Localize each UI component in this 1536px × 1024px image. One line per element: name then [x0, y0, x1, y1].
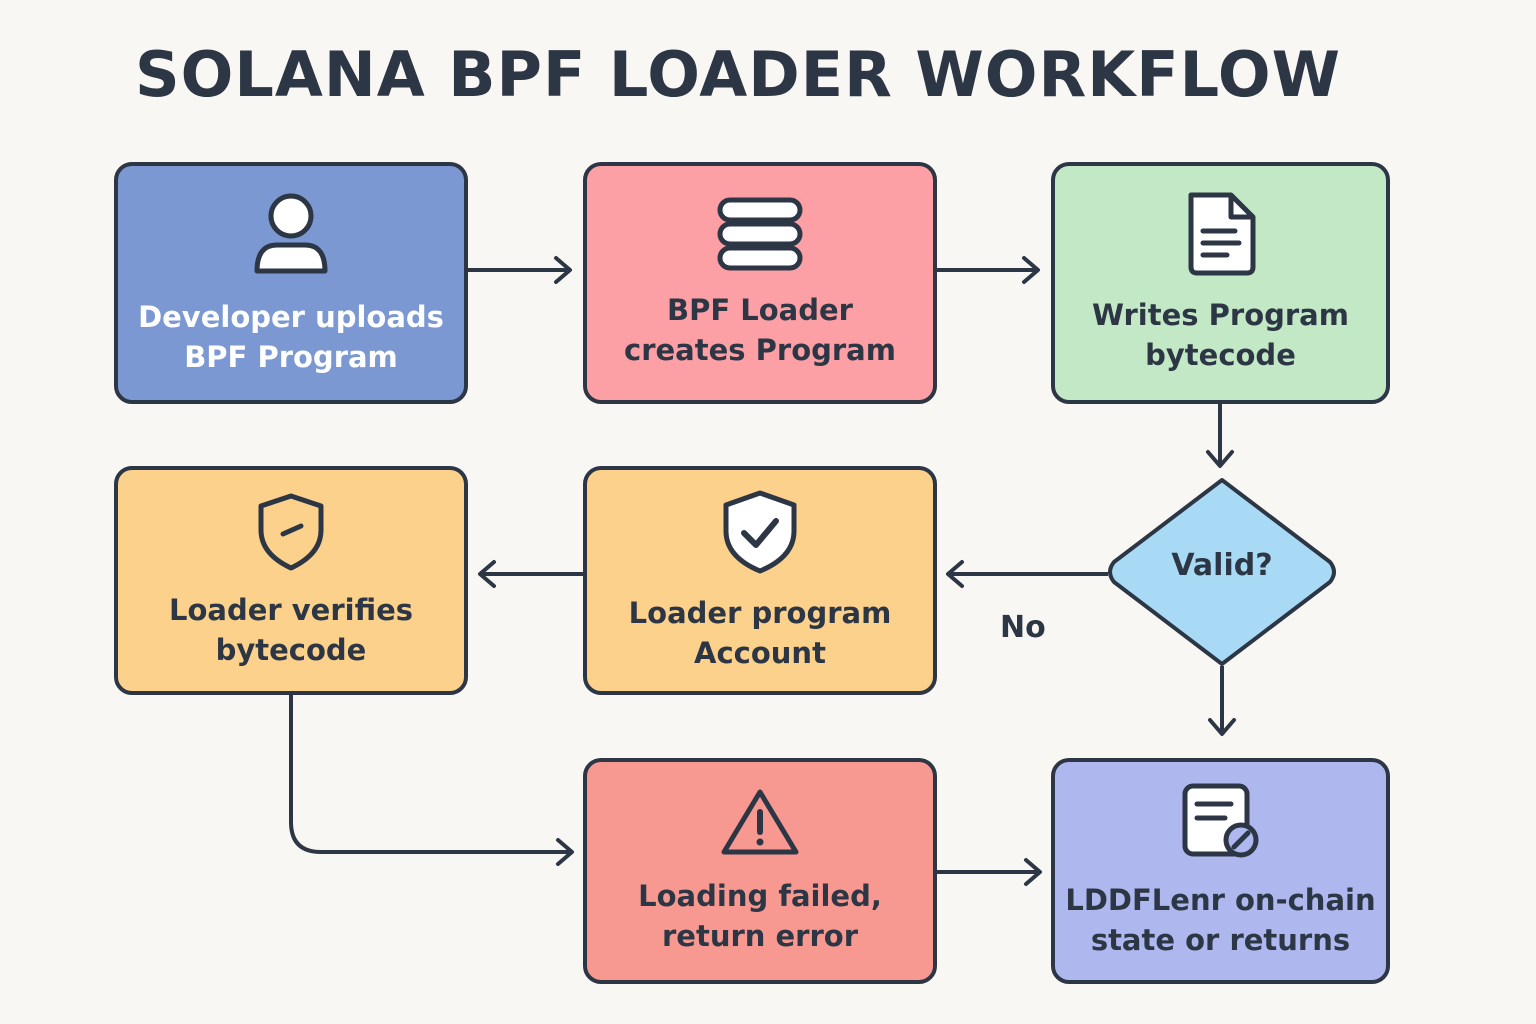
diagram-title: SOLANA BPF LOADER WORKFLOW: [134, 38, 1342, 111]
node-label: LDDFLenr on-chain state or returns: [1065, 883, 1376, 957]
arrowhead-write-to-valid: [1206, 450, 1234, 468]
node-label: Loader program Account: [628, 595, 892, 670]
shield-check-icon: [723, 490, 797, 573]
arrowhead-failed-to-state: [1024, 858, 1042, 886]
node-write-bytecode: Writes Program bytecode: [1051, 162, 1390, 404]
node-label: Writes Program bytecode: [1092, 298, 1349, 372]
arrowhead-account-to-verifies: [478, 560, 496, 588]
document-blocked-icon: [1182, 783, 1258, 858]
valid-decision-diamond: [1108, 478, 1336, 666]
node-label: BPF Loader creates Program: [624, 293, 896, 367]
user-icon: [254, 193, 328, 274]
document-icon: [1188, 192, 1255, 276]
node-label: Loader verifies bytecode: [168, 592, 414, 667]
arrowhead-valid-to-state: [1208, 718, 1236, 736]
node-loader-account: Loader program Account: [583, 466, 937, 695]
edge-label-no: No: [1000, 610, 1046, 645]
node-onchain-state: LDDFLenr on-chain state or returns: [1051, 758, 1390, 984]
node-loader-create: BPF Loader creates Program: [583, 162, 937, 404]
database-icon: [717, 197, 803, 271]
shield-icon: [258, 493, 324, 570]
node-loader-verifies: Loader verifies bytecode: [114, 466, 468, 695]
arrowhead-upload-to-create: [554, 256, 572, 284]
warning-icon: [721, 789, 799, 855]
node-label: Loading failed, return error: [638, 879, 882, 953]
node-loading-failed: Loading failed, return error: [583, 758, 937, 984]
arrow-verifies-to-failed: [289, 695, 572, 854]
node-label: Developer uploads BPF Program: [138, 300, 444, 374]
arrowhead-verifies-to-failed: [556, 838, 574, 866]
valid-decision-label: Valid?: [1171, 548, 1273, 583]
arrowhead-create-to-write: [1022, 256, 1040, 284]
node-developer-upload: Developer uploads BPF Program: [114, 162, 468, 404]
arrowhead-valid-no: [946, 560, 964, 588]
